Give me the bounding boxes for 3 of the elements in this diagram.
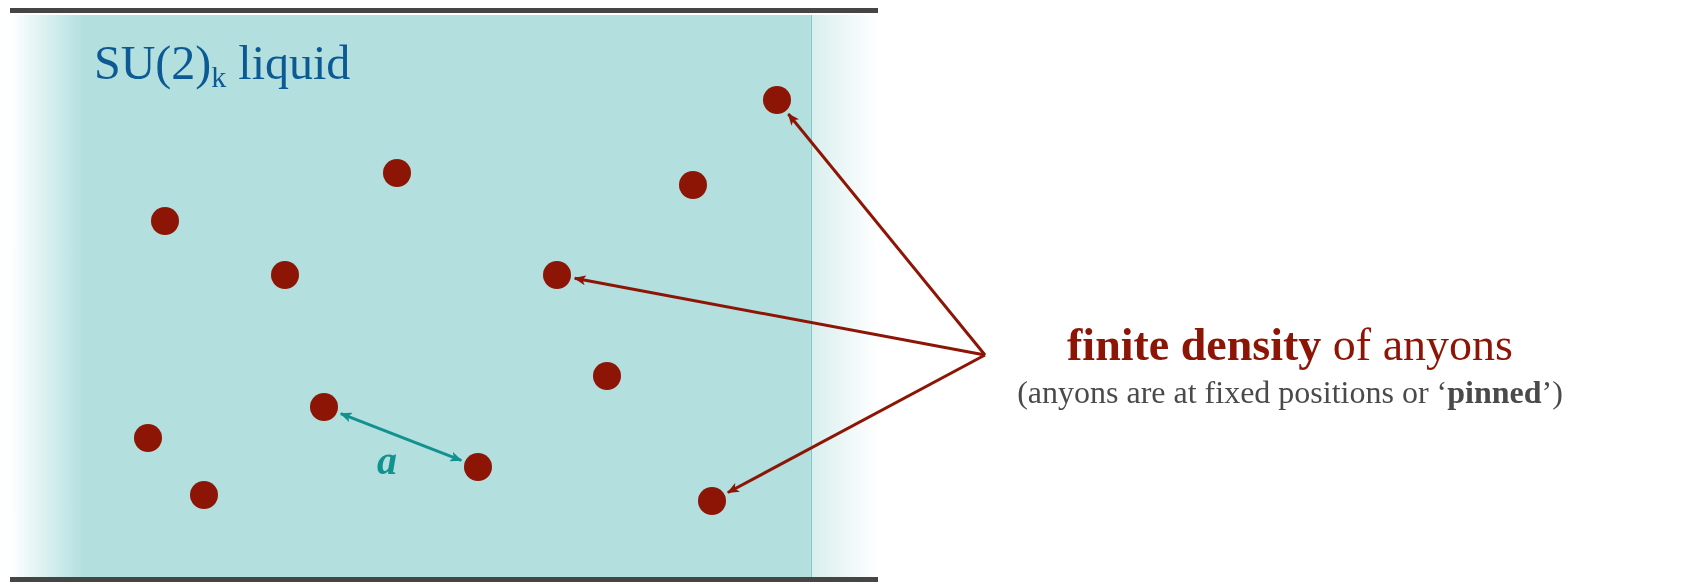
edge-label: a <box>377 441 397 481</box>
callout-note: (anyons are at fixed positions or ‘pinned’) <box>1017 373 1563 412</box>
callout-heading: finite density of anyons <box>1067 318 1513 372</box>
